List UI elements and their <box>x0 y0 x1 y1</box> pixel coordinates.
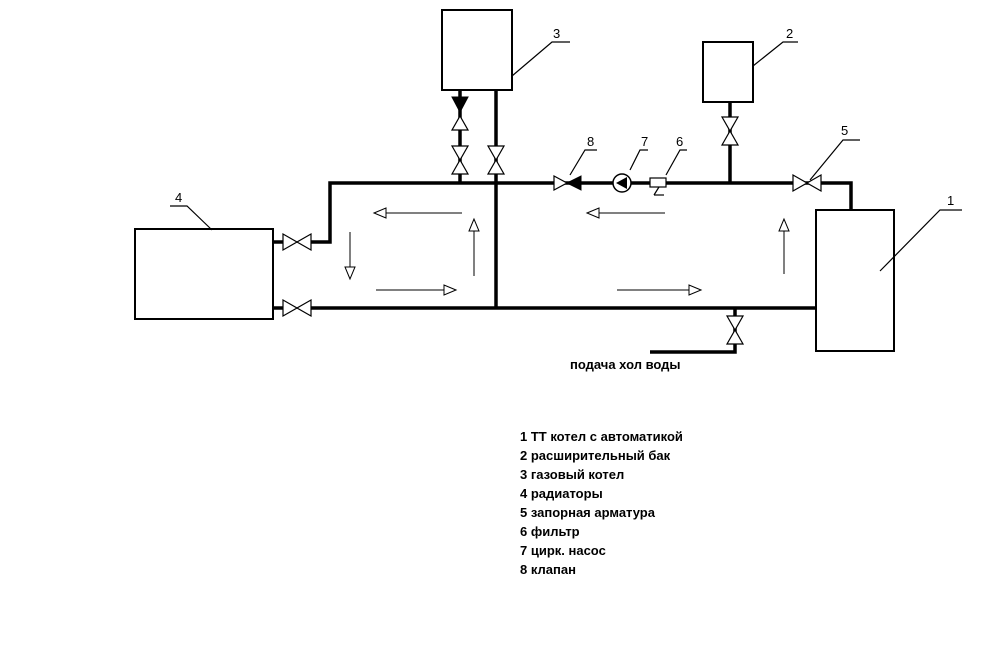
flow-arrow-left-1 <box>372 207 462 219</box>
callout-8: 8 <box>587 134 594 149</box>
valve-radiator-supply <box>282 232 312 252</box>
check-valve-gas-boiler <box>450 96 470 131</box>
callout-1: 1 <box>947 193 954 208</box>
pipework <box>273 90 853 354</box>
solid-fuel-boiler <box>815 209 895 352</box>
valve-gas-boiler-left <box>450 145 470 175</box>
flow-arrow-right-2 <box>617 284 703 296</box>
legend-item: 1 ТТ котел с автоматикой <box>520 429 683 444</box>
legend-item: 2 расширительный бак <box>520 448 671 463</box>
legend: 1 ТТ котел с автоматикой 2 расширительны… <box>520 427 683 579</box>
valve-gas-boiler-right <box>486 145 506 175</box>
flow-arrow-down <box>344 232 356 281</box>
legend-item: 8 клапан <box>520 562 576 577</box>
flow-arrow-up-2 <box>778 217 790 274</box>
flow-arrow-left-2 <box>585 207 665 219</box>
callout-leaders <box>170 41 962 272</box>
valve-shutoff-5 <box>792 173 822 193</box>
callout-3: 3 <box>553 26 560 41</box>
radiators <box>134 228 274 320</box>
legend-item: 7 цирк. насос <box>520 543 606 558</box>
check-valve-8 <box>553 174 582 192</box>
callout-2: 2 <box>786 26 793 41</box>
callout-6: 6 <box>676 134 683 149</box>
valve-cold-water <box>725 315 745 345</box>
cold-water-label: подача хол воды <box>570 357 681 372</box>
legend-item: 5 запорная арматура <box>520 505 655 520</box>
legend-item: 4 радиаторы <box>520 486 603 501</box>
valve-radiator-return <box>282 298 312 318</box>
filter <box>649 177 667 196</box>
callout-7: 7 <box>641 134 648 149</box>
legend-item: 6 фильтр <box>520 524 580 539</box>
circulation-pump <box>612 173 632 193</box>
callout-4: 4 <box>175 190 182 205</box>
flow-arrow-up-1 <box>468 217 480 276</box>
callout-5: 5 <box>841 123 848 138</box>
legend-item: 3 газовый котел <box>520 467 625 482</box>
valve-expansion-tank <box>720 116 740 146</box>
gas-boiler <box>441 9 513 91</box>
expansion-tank <box>702 41 754 103</box>
flow-arrow-right-1 <box>376 284 458 296</box>
